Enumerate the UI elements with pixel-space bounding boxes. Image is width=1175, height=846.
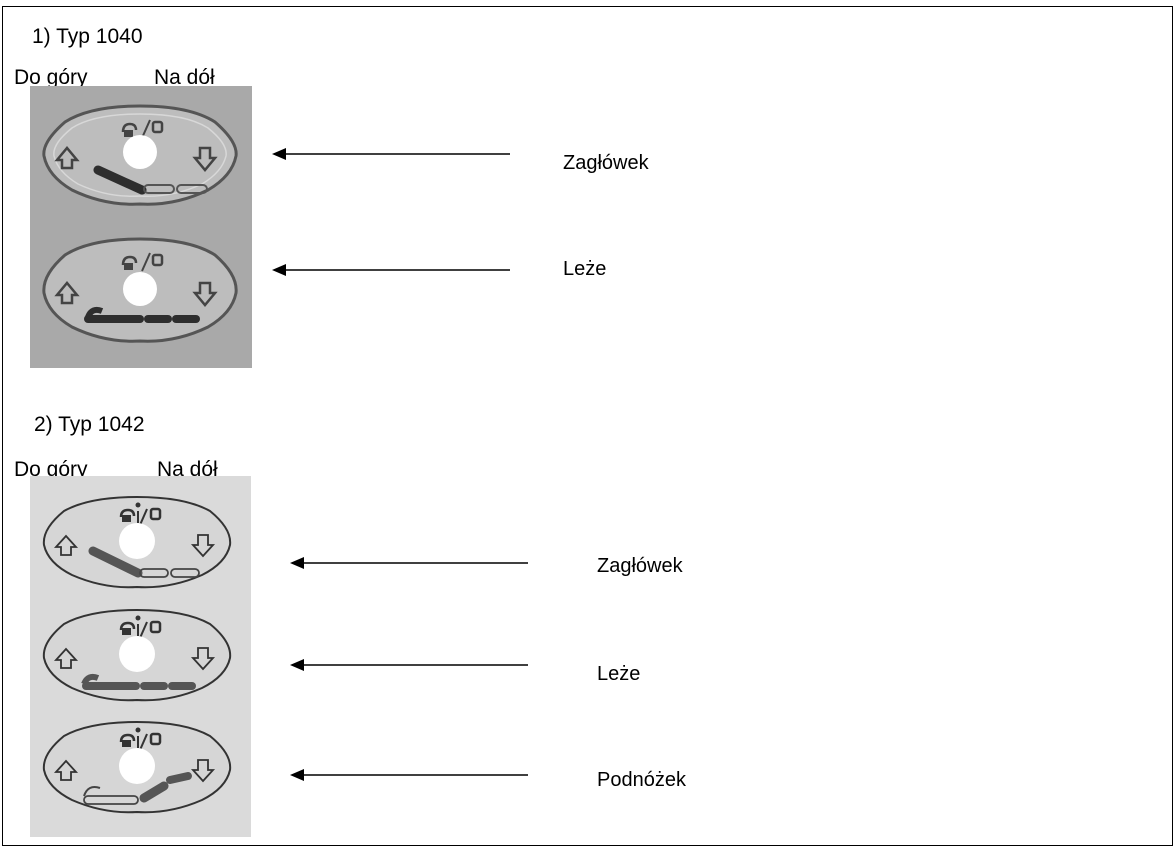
lock-closed-icon xyxy=(139,732,162,751)
knob-icon xyxy=(119,636,155,672)
up-arrow-icon xyxy=(53,534,79,556)
lock-closed-icon xyxy=(141,119,164,139)
up-arrow-icon xyxy=(53,759,79,781)
lock-open-icon xyxy=(119,508,136,522)
pointer-arrow xyxy=(290,769,528,781)
label-seat-1040: Leże xyxy=(563,258,607,280)
up-arrow-icon xyxy=(53,647,79,669)
lock-closed-icon xyxy=(139,507,162,526)
lock-open-icon xyxy=(119,733,136,747)
pointer-arrow xyxy=(272,264,510,276)
up-arrow-icon xyxy=(54,146,80,170)
knob-icon xyxy=(119,523,155,559)
headrest-control-1042[interactable] xyxy=(40,493,234,593)
lock-open-icon xyxy=(119,621,136,635)
knob-icon xyxy=(123,135,157,169)
pointer-arrow xyxy=(272,148,510,160)
lock-open-icon xyxy=(121,122,138,137)
lock-closed-icon xyxy=(139,620,162,639)
seat-control-1040[interactable] xyxy=(40,235,240,345)
down-arrow-icon xyxy=(192,146,218,172)
section-1-up-label: Do góry xyxy=(14,66,88,89)
up-arrow-icon xyxy=(54,281,80,305)
pointer-arrow xyxy=(290,659,528,671)
label-footrest-1042: Podnóżek xyxy=(597,769,686,791)
label-headrest-1042: Zagłówek xyxy=(597,555,683,577)
down-arrow-icon xyxy=(190,759,216,783)
section-1-down-label: Na dół xyxy=(154,66,215,89)
label-headrest-1040: Zagłówek xyxy=(563,152,649,174)
footrest-control-1042[interactable] xyxy=(40,718,234,818)
label-seat-1042: Leże xyxy=(597,663,641,685)
lock-closed-icon xyxy=(141,252,164,272)
down-arrow-icon xyxy=(190,534,216,558)
headrest-control-1040[interactable] xyxy=(40,102,240,207)
down-arrow-icon xyxy=(192,281,218,307)
section-2-down-label: Na dół xyxy=(157,458,218,481)
section-1-heading: 1) Typ 1040 xyxy=(32,25,143,48)
down-arrow-icon xyxy=(190,647,216,671)
pointer-arrow xyxy=(290,557,528,569)
seat-control-1042[interactable] xyxy=(40,606,234,706)
section-2-heading: 2) Typ 1042 xyxy=(34,413,145,436)
knob-icon xyxy=(123,272,157,306)
lock-open-icon xyxy=(121,255,138,270)
section-2-up-label: Do góry xyxy=(14,458,88,481)
knob-icon xyxy=(119,748,155,784)
